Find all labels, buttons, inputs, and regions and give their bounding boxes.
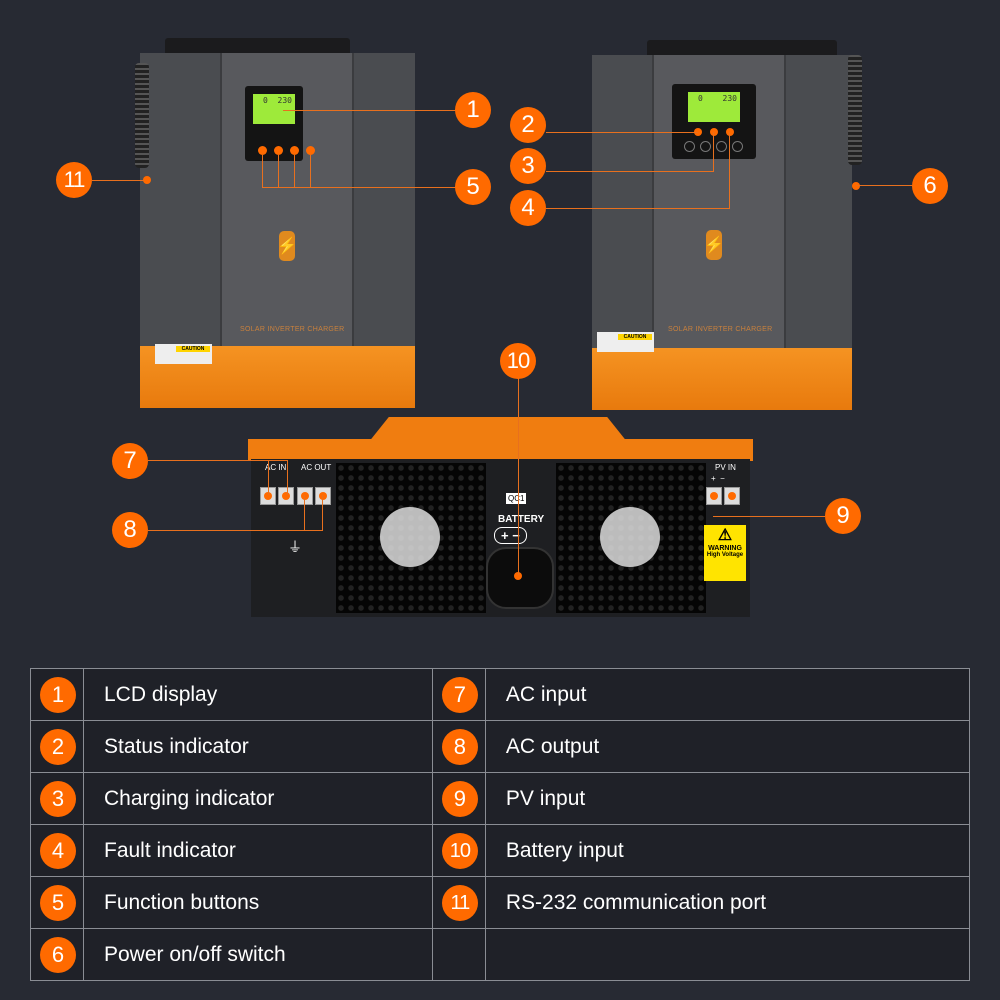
legend-label: Charging indicator [83,772,433,825]
legend-label: Power on/off switch [83,928,433,981]
pv-in-label: PV IN [715,463,736,472]
bolt-logo-icon: ⚡ [704,230,724,260]
cooling-fan-left [336,463,486,613]
callout-7: 7 [112,443,148,479]
legend-number: 11 [441,885,478,921]
table-row: 2 Status indicator 8 AC output [30,720,971,773]
qc-label: QC1 [506,493,527,504]
callout-3: 3 [510,148,546,184]
callout-5: 5 [455,169,491,205]
cooling-fan-right [556,463,706,613]
battery-polarity: + − [494,527,527,544]
rs232-port[interactable] [143,176,151,184]
legend-number: 5 [40,885,76,921]
function-button[interactable] [290,146,299,155]
pv-polarity: + − [711,474,725,483]
legend-number: 3 [40,781,76,817]
lcd-right-value: 230 [277,96,292,105]
callout-2: 2 [510,107,546,143]
legend-label: PV input [484,772,971,825]
side-vent [135,63,149,168]
function-button[interactable] [274,146,283,155]
status-indicator [694,128,702,136]
callout-8: 8 [112,512,148,548]
legend-label: RS-232 communication port [484,876,971,929]
legend-number: 6 [40,937,76,973]
callout-1: 1 [455,92,491,128]
bolt-logo-icon: ⚡ [277,231,297,261]
lcd-left-value: 0 [263,96,268,105]
legend-label: AC input [484,668,971,721]
legend-number: 4 [40,833,76,869]
callout-4: 4 [510,190,546,226]
charging-indicator [710,128,718,136]
table-row: 6 Power on/off switch [30,928,971,981]
legend-label: Battery input [484,824,971,877]
legend-number: 1 [40,677,76,713]
legend-table: 1 LCD display 7 AC input 2 Status indica… [30,668,971,981]
ac-in-label: AC IN [265,463,287,472]
table-row: 1 LCD display 7 AC input [30,668,971,721]
legend-label: Fault indicator [83,824,433,877]
power-switch[interactable] [852,182,860,190]
table-row: 5 Function buttons 11 RS-232 communicati… [30,876,971,929]
side-vent [848,55,862,165]
lcd-left-value: 0 [698,94,703,103]
ac-out-label: AC OUT [301,463,332,472]
empty-cell [431,928,486,981]
inverter-front-right: 0 230 ⚡ SOLAR INVERTER CHARGER CAUTION [592,40,867,410]
callout-9: 9 [825,498,861,534]
legend-number: 8 [441,729,478,765]
legend-label: Function buttons [83,876,433,929]
inverter-front-left: 0 230 ⚡ SOLAR INVERTER CHARGER CAUTION [135,38,415,408]
table-row: 3 Charging indicator 9 PV input [30,772,971,825]
lcd-right-value: 230 [722,94,737,103]
legend-number: 9 [441,781,478,817]
inverter-bottom-view: AC IN AC OUT ⏚ QC1 BATTERY + − PV IN + −… [248,417,753,617]
function-button[interactable] [306,146,315,155]
legend-number: 7 [441,677,478,713]
callout-6: 6 [912,168,948,204]
legend-label: LCD display [83,668,433,721]
caution-label: CAUTION [597,332,654,352]
brand-text: SOLAR INVERTER CHARGER [668,326,773,333]
battery-label: BATTERY [498,514,545,525]
legend-number: 2 [40,729,76,765]
legend-label: Status indicator [83,720,433,773]
callout-11: 11 [56,162,92,198]
brand-text: SOLAR INVERTER CHARGER [240,326,345,333]
legend-number: 10 [441,833,478,869]
empty-cell [484,928,971,981]
legend-label: AC output [484,720,971,773]
lcd-display: 0 230 [672,84,756,159]
ground-icon: ⏚ [288,539,302,555]
table-row: 4 Fault indicator 10 Battery input [30,824,971,877]
caution-label: CAUTION [155,344,212,364]
function-button[interactable] [258,146,267,155]
callout-10: 10 [500,343,536,379]
fault-indicator [726,128,734,136]
